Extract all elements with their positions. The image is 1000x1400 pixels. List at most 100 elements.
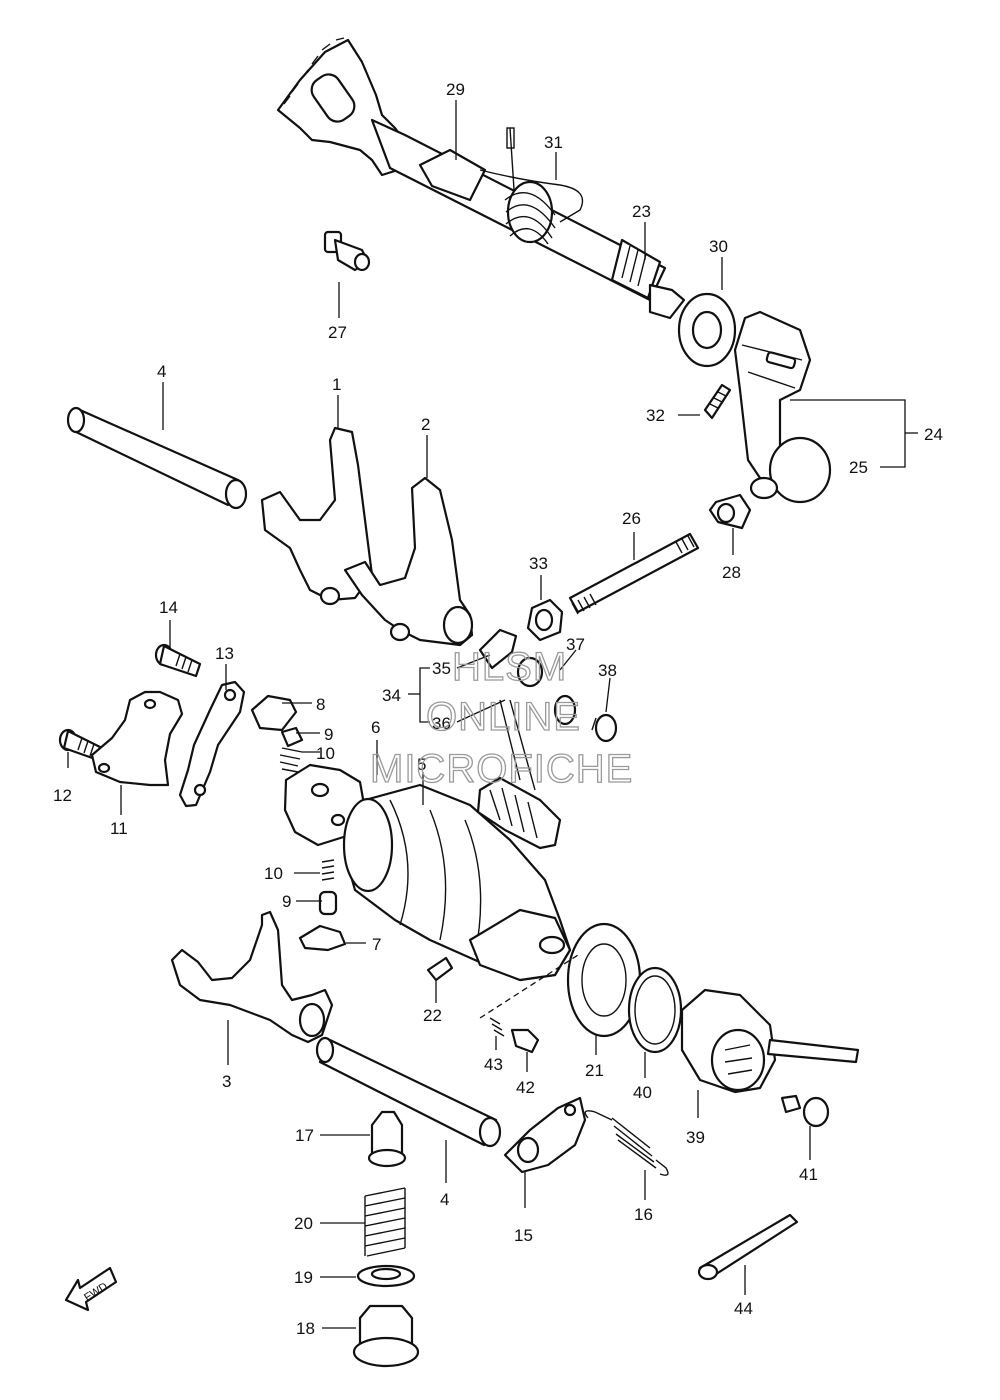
- label-11: 11: [110, 819, 128, 838]
- label-16: 16: [634, 1205, 653, 1224]
- stopper-bolt-part-27: [323, 230, 371, 272]
- plate-part-13: [178, 680, 246, 808]
- label-7: 7: [372, 935, 381, 954]
- label-5: 5: [417, 755, 426, 774]
- label-12: 12: [53, 786, 72, 805]
- shift-rod-part-26: [568, 532, 700, 615]
- label-37: 37: [566, 635, 585, 654]
- label-29: 29: [446, 80, 465, 99]
- label-15: 15: [514, 1226, 533, 1245]
- nut-part-28: [708, 493, 752, 530]
- pin-part-8: [250, 694, 298, 732]
- plug-part-17: [367, 1110, 407, 1168]
- shift-fork-part-2: [343, 476, 474, 647]
- label-41: 41: [799, 1165, 818, 1184]
- pin-part-22: [426, 956, 454, 982]
- screw-part-14: [154, 643, 202, 678]
- washer-part-30: [677, 292, 737, 368]
- label-8: 8: [316, 695, 325, 714]
- cam-plate-part-15: [503, 1096, 587, 1174]
- label-17: 17: [295, 1126, 314, 1145]
- label-44: 44: [734, 1299, 753, 1318]
- label-14: 14: [159, 598, 178, 617]
- label-23: 23: [632, 202, 651, 221]
- stopper-plate-part-11: [90, 690, 184, 787]
- part-number-labels: 1 2 3 4 4 5 6 7 8 9 9 10 10 11 12 13 14 …: [53, 80, 943, 1338]
- label-4-upper: 4: [157, 362, 166, 381]
- forward-arrow-icon: FWD: [64, 1266, 118, 1312]
- leader-lines: [67, 100, 918, 1329]
- label-43: 43: [484, 1055, 503, 1074]
- ball-joint-cap-part-25: [749, 436, 832, 504]
- pin-part-9-lower: [318, 890, 338, 916]
- label-34: 34: [382, 686, 401, 705]
- pin-part-7: [298, 924, 347, 952]
- label-1: 1: [332, 375, 341, 394]
- shift-fork-part-3: [170, 910, 334, 1044]
- plug-bolt-part-18: [352, 1304, 420, 1368]
- spring-part-43: [489, 1017, 505, 1037]
- label-42: 42: [516, 1078, 535, 1097]
- pin-part-9-upper: [280, 726, 304, 748]
- label-28: 28: [722, 563, 741, 582]
- screw-part-41: [780, 1094, 830, 1128]
- watermark-line-2: ONLINE: [426, 695, 581, 739]
- label-26: 26: [622, 509, 641, 528]
- fork-shaft-part-4-upper: [66, 406, 248, 510]
- label-2: 2: [421, 415, 430, 434]
- label-18: 18: [296, 1319, 315, 1338]
- washer-part-38: [591, 713, 618, 743]
- label-30: 30: [709, 237, 728, 256]
- label-19: 19: [294, 1268, 313, 1287]
- label-20: 20: [294, 1214, 313, 1233]
- label-38: 38: [598, 661, 617, 680]
- spring-part-10-upper: [279, 747, 303, 773]
- pawl-lifter-part-35: [478, 628, 518, 670]
- gearshift-cam-part-6: [283, 763, 367, 847]
- washer-part-19: [356, 1264, 416, 1288]
- label-35: 35: [432, 659, 451, 678]
- watermark-line-1: HLSM: [452, 645, 567, 689]
- label-10-lower: 10: [264, 864, 283, 883]
- label-39: 39: [686, 1128, 705, 1147]
- label-36: 36: [432, 714, 451, 733]
- label-4-lower: 4: [440, 1190, 449, 1209]
- label-24: 24: [924, 425, 943, 444]
- clamp-bolt-part-32: [703, 383, 732, 420]
- label-33: 33: [529, 554, 548, 573]
- label-40: 40: [633, 1083, 652, 1102]
- label-27: 27: [328, 323, 347, 342]
- label-9-upper: 9: [324, 725, 333, 744]
- pawl-part-37: [516, 656, 544, 688]
- spring-part-16: [584, 1110, 669, 1176]
- spring-part-36: [476, 694, 577, 850]
- label-21: 21: [585, 1061, 604, 1080]
- label-31: 31: [544, 133, 563, 152]
- shift-shaft-part-29: [276, 37, 686, 320]
- gear-position-switch-part-39: [680, 988, 860, 1094]
- shift-arm-part-24: [733, 310, 812, 482]
- o-ring-part-40: [627, 966, 683, 1054]
- label-9-lower: 9: [282, 892, 291, 911]
- label-32: 32: [646, 406, 665, 425]
- gearshift-cam-drum-part-5: [342, 783, 572, 982]
- label-13: 13: [215, 644, 234, 663]
- label-3: 3: [222, 1072, 231, 1091]
- label-25: 25: [849, 458, 868, 477]
- spring-part-10-lower: [321, 859, 335, 881]
- return-spring-part-31: [479, 127, 584, 245]
- watermark: HLSM ONLINE MICROFICHE: [369, 644, 633, 791]
- clamp-part-44: [697, 1213, 799, 1281]
- label-6: 6: [371, 718, 380, 737]
- watermark-line-3: MICROFICHE: [370, 747, 633, 791]
- label-10-upper: 10: [316, 744, 335, 763]
- shift-fork-part-1: [260, 426, 374, 606]
- washer-part-21: [566, 922, 642, 1038]
- label-22: 22: [423, 1006, 442, 1025]
- spring-part-20: [364, 1187, 406, 1257]
- fork-shaft-part-4-lower: [315, 1036, 502, 1148]
- contact-part-42: [510, 1028, 540, 1054]
- nut-part-33: [526, 598, 564, 642]
